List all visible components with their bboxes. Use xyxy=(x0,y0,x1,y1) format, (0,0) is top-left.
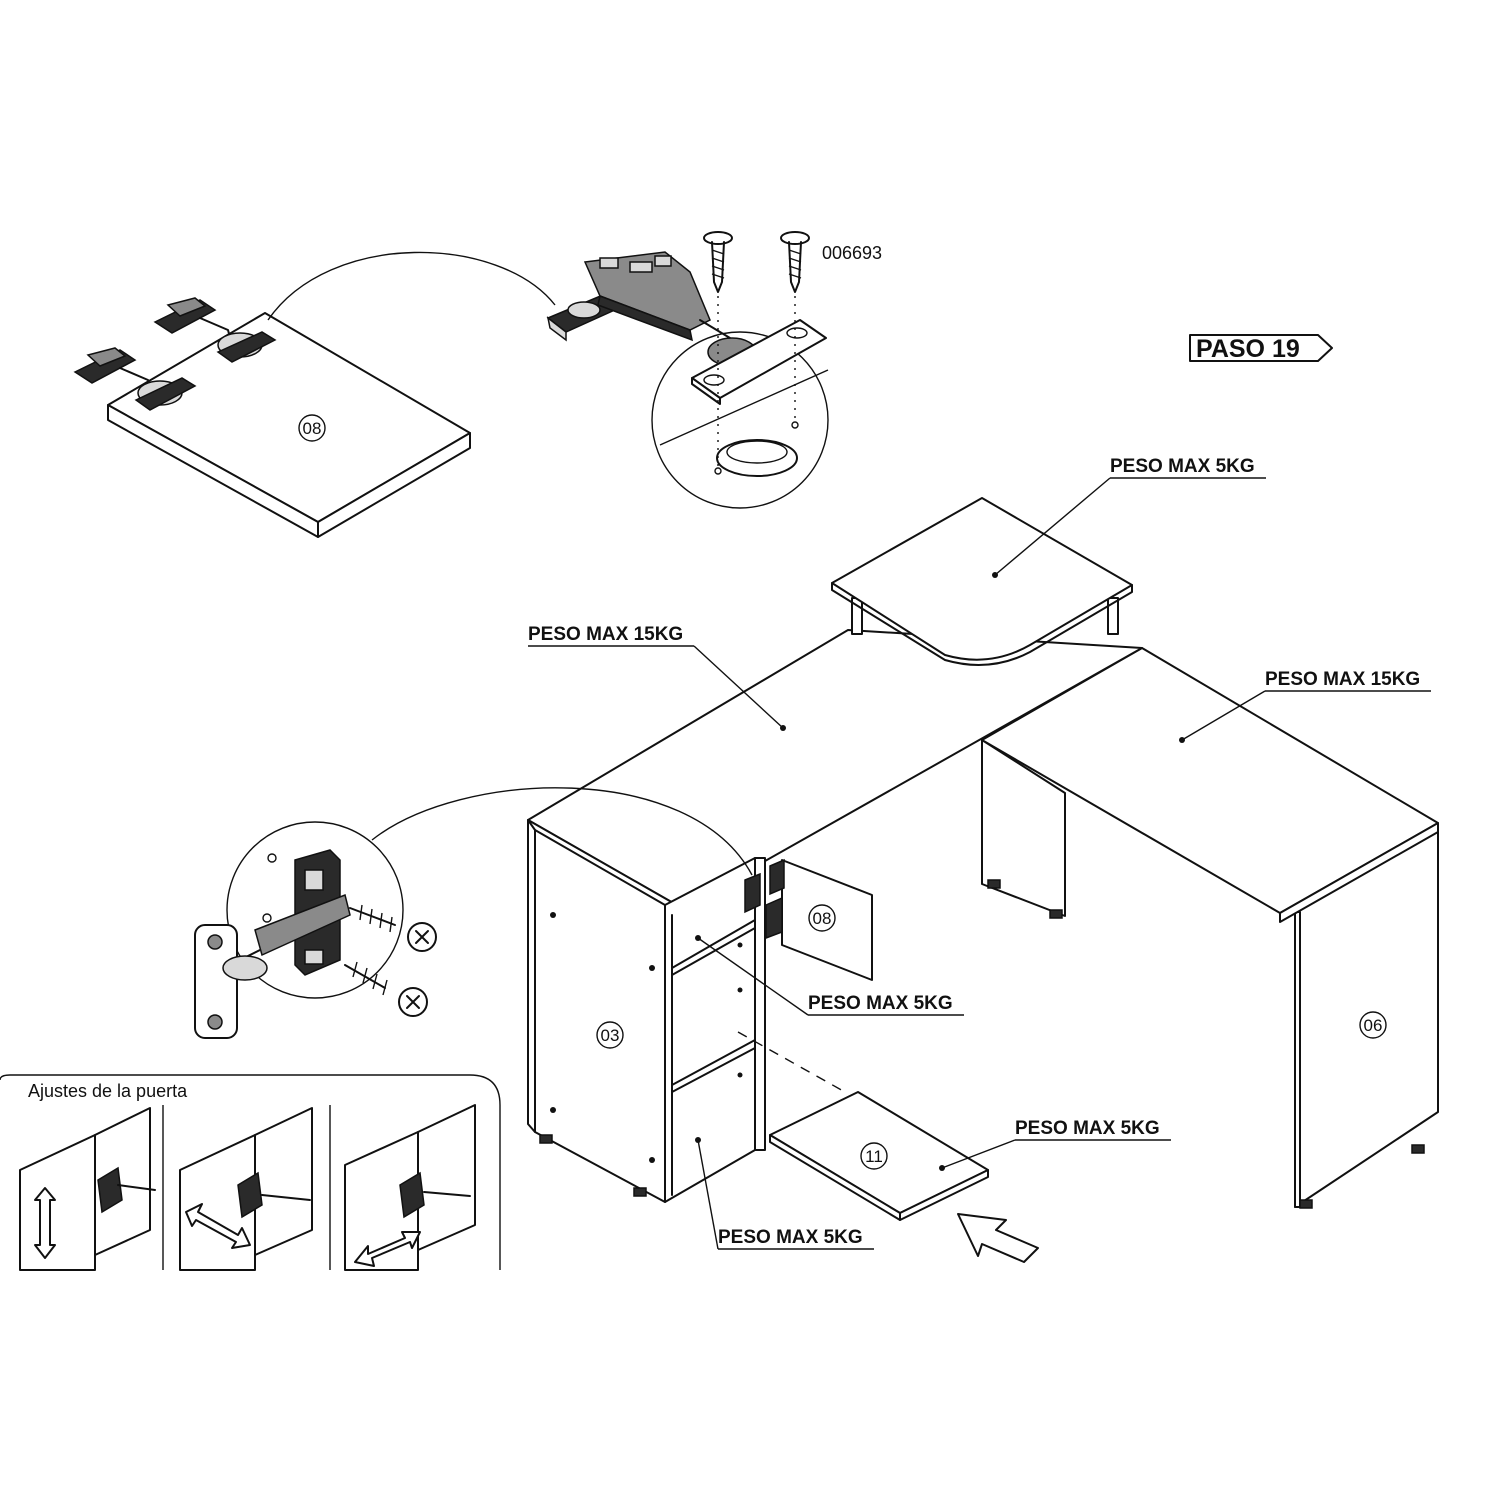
hinge-detail-lower xyxy=(194,821,437,1039)
part-number-text: 06 xyxy=(1364,1016,1383,1035)
adjust-panel-vertical xyxy=(19,1107,156,1271)
part-number-06: 06 xyxy=(1359,1011,1387,1039)
weight-label-door-shelf: PESO MAX 5KG xyxy=(697,937,964,1016)
arrow-depth-icon xyxy=(185,1203,251,1249)
weight-label-monitor-shelf: PESO MAX 5KG xyxy=(992,456,1266,578)
weight-label-lower-shelf: PESO MAX 5KG xyxy=(697,1139,874,1250)
door-adjustment-title: Ajustes de la puerta xyxy=(28,1081,188,1101)
arrow-vertical-icon xyxy=(34,1187,56,1259)
part-number-03: 03 xyxy=(596,1021,624,1049)
screw-icon xyxy=(349,904,437,952)
adjust-panel-lateral xyxy=(344,1104,476,1271)
part-number-08-mounted: 08 xyxy=(808,904,836,932)
callout-curve xyxy=(371,787,753,876)
part-number-text: 11 xyxy=(865,1147,883,1166)
part-number-11: 11 xyxy=(860,1142,888,1170)
step-badge: PASO 19 xyxy=(1189,334,1333,363)
weight-label-text: PESO MAX 5KG xyxy=(1110,456,1255,477)
hinge-detail: 006693 xyxy=(546,231,882,509)
part-number-text: 08 xyxy=(813,909,832,928)
weight-label-text: PESO MAX 15KG xyxy=(1265,669,1420,690)
hinge-icon xyxy=(153,297,277,363)
insert-arrow-icon xyxy=(957,1213,1039,1263)
desk-assembly: 08 11 03 06 xyxy=(527,497,1439,1221)
step-label: PASO 19 xyxy=(1196,335,1300,363)
weight-label-text: PESO MAX 5KG xyxy=(1015,1118,1160,1139)
screw-icon xyxy=(780,231,810,429)
weight-label-text: PESO MAX 5KG xyxy=(718,1227,863,1248)
weight-label-main-top: PESO MAX 15KG xyxy=(528,624,786,731)
screw-icon xyxy=(703,231,733,475)
arrow-lateral-icon xyxy=(354,1231,421,1267)
door-panel-top: 08 xyxy=(73,297,471,538)
door-adjustment-box: Ajustes de la puerta xyxy=(0,1074,501,1271)
part-number-08-top: 08 xyxy=(298,414,326,442)
weight-label-text: PESO MAX 15KG xyxy=(528,624,683,645)
hardware-code: 006693 xyxy=(822,243,882,263)
weight-label-side-top: PESO MAX 15KG xyxy=(1179,669,1431,743)
hinge-icon xyxy=(73,347,197,411)
adjust-panel-depth xyxy=(179,1107,313,1271)
weight-label-text: PESO MAX 5KG xyxy=(808,993,953,1014)
screw-icon xyxy=(344,961,428,1017)
part-number-text: 08 xyxy=(303,419,322,438)
weight-label-bottom-board: PESO MAX 5KG xyxy=(939,1118,1171,1171)
part-number-text: 03 xyxy=(601,1026,620,1045)
callout-curve xyxy=(267,251,556,321)
